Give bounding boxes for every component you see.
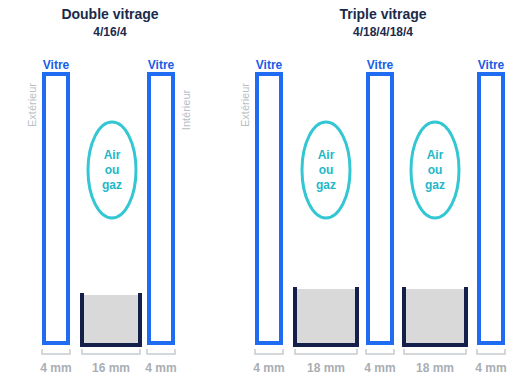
diagram-title: Triple vitrage [339, 6, 426, 22]
cavity-label: Air ou gaz [102, 148, 122, 193]
glass-pane: Vitre [477, 72, 505, 345]
spacer-frame [82, 293, 140, 345]
spacer-fill [406, 289, 464, 343]
cavity-label: Air ou gaz [425, 148, 445, 193]
cavity-ellipse [302, 122, 350, 218]
spacer-fill [84, 295, 138, 343]
spacer-frame [295, 287, 357, 345]
glass-pane: Vitre [147, 72, 175, 345]
dimension-bracket [255, 349, 283, 354]
gas-cavity: Air ou gaz [300, 120, 352, 220]
glazing-spec: 4/16/4 [93, 25, 126, 39]
pane-label: Vitre [367, 58, 393, 72]
dimension-label: 4 mm [253, 361, 284, 375]
dimension-brackets [42, 349, 505, 354]
pane-label: Vitre [478, 58, 504, 72]
cavity-label: Air ou gaz [316, 148, 336, 193]
dimension-bracket [477, 349, 505, 354]
glass-pane: Vitre [366, 72, 394, 345]
dimension-label: 18 mm [416, 361, 454, 375]
dimension-bracket [404, 349, 466, 354]
glass-pane: Vitre [42, 72, 70, 345]
gas-cavity: Air ou gaz [409, 120, 461, 220]
dimension-bracket [295, 349, 357, 354]
glass-pane: Vitre [255, 72, 283, 345]
dimension-label: 18 mm [307, 361, 345, 375]
dimension-bracket [147, 349, 175, 354]
dimension-label: 4 mm [364, 361, 395, 375]
spacer-frame [404, 287, 466, 345]
cavity-ellipse [411, 122, 459, 218]
dimension-bracket [82, 349, 140, 354]
dimension-label: 4 mm [145, 361, 176, 375]
cavity-ellipse [88, 122, 136, 218]
side-label: Extérieur [26, 83, 38, 127]
pane-label: Vitre [148, 58, 174, 72]
pane-label: Vitre [256, 58, 282, 72]
dimension-label: 4 mm [40, 361, 71, 375]
dimension-bracket [42, 349, 70, 354]
spacer-fill [297, 289, 355, 343]
pane-label: Vitre [43, 58, 69, 72]
gas-cavity: Air ou gaz [86, 120, 138, 220]
glazing-spec: 4/18/4/18/4 [353, 25, 413, 39]
dimension-label: 4 mm [475, 361, 506, 375]
diagram-title: Double vitrage [61, 6, 158, 22]
dimension-label: 16 mm [92, 361, 130, 375]
side-label: Extérieur [239, 83, 251, 127]
side-label: Intérieur [180, 90, 192, 130]
dimension-bracket [366, 349, 394, 354]
